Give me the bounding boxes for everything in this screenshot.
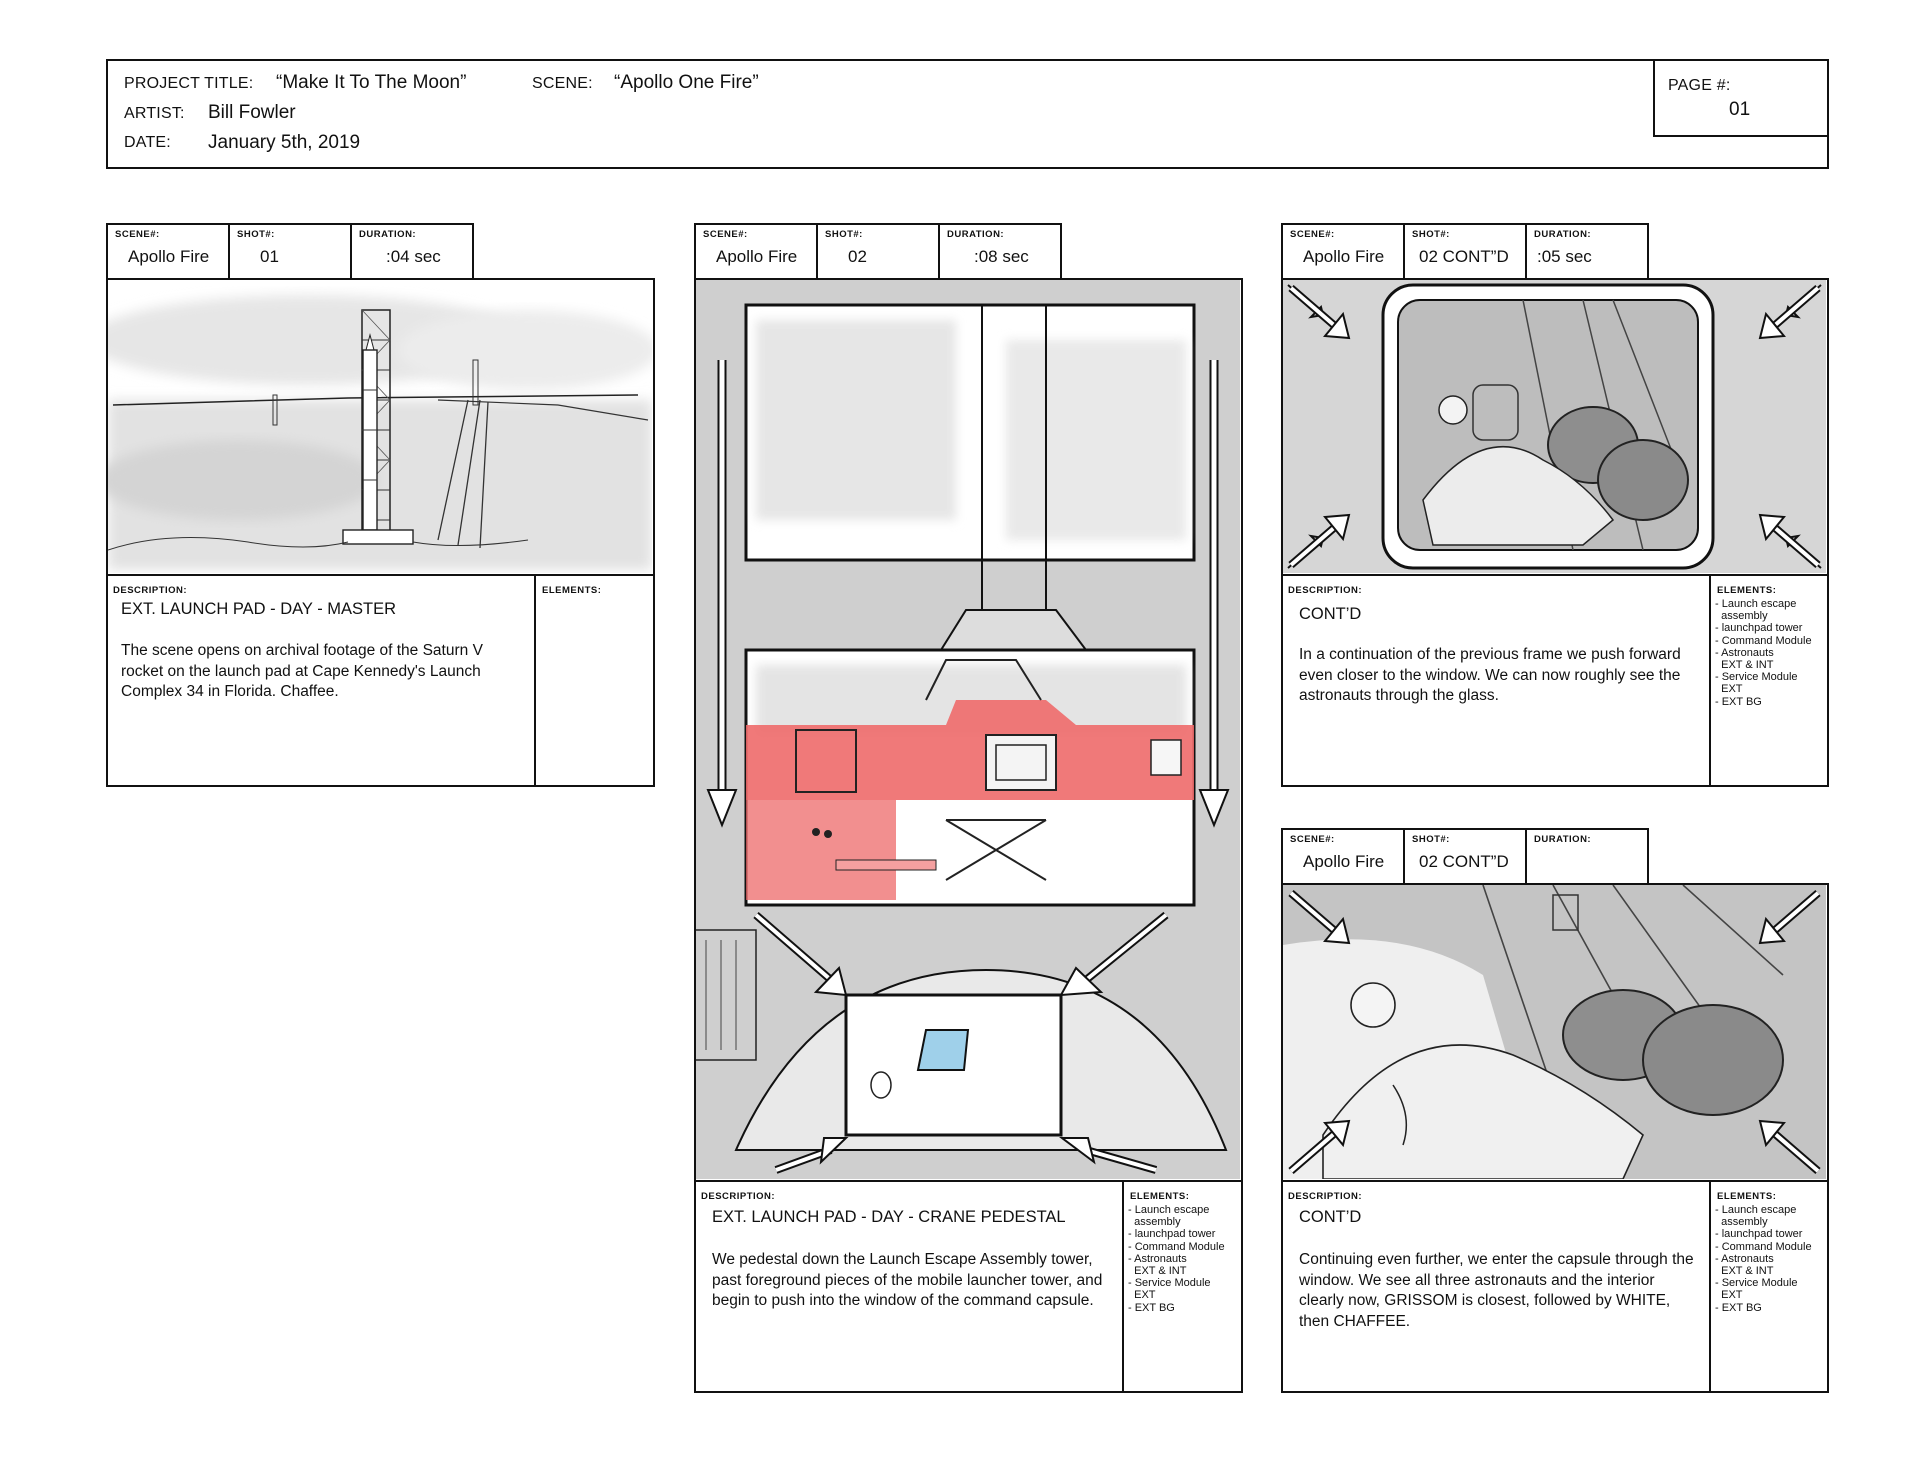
duration-value: :04 sec xyxy=(386,247,441,266)
scene-tab: SCENE#: Apollo Fire xyxy=(1281,828,1405,884)
panel-2-sketch xyxy=(694,278,1243,1182)
duration-value: :08 sec xyxy=(974,247,1029,266)
panel-1-tabs: SCENE#: Apollo Fire SHOT#: 01 DURATION: … xyxy=(106,223,474,279)
panel-1-sketch xyxy=(106,278,655,576)
shot-description: In a continuation of the previous frame … xyxy=(1299,646,1681,704)
capsule-window-sketch xyxy=(1283,280,1826,573)
panel-3-tabs: SCENE#: Apollo Fire SHOT#: 02 CONT”D DUR… xyxy=(1281,223,1649,279)
crane-pedestal-sketch xyxy=(696,280,1240,1179)
scene-tab: SCENE#: Apollo Fire xyxy=(106,223,230,279)
panel-2-tabs: SCENE#: Apollo Fire SHOT#: 02 DURATION: … xyxy=(694,223,1062,279)
element-item: EXT xyxy=(1128,1289,1156,1302)
element-item: - Launch escape xyxy=(1128,1204,1210,1216)
duration-tab: DURATION: xyxy=(1525,828,1649,884)
scene-tab: SCENE#: Apollo Fire xyxy=(1281,223,1405,279)
duration-tab: DURATION: :08 sec xyxy=(938,223,1062,279)
shot-tab: SHOT#: 02 CONT”D xyxy=(1403,223,1527,279)
shot-description: Continuing even further, we enter the ca… xyxy=(1299,1251,1694,1330)
shot-tab: SHOT#: 01 xyxy=(228,223,352,279)
panel-2-description: DESCRIPTION: EXT. LAUNCH PAD - DAY - CRA… xyxy=(694,1182,1243,1393)
scene-tab: SCENE#: Apollo Fire xyxy=(694,223,818,279)
scene-value: Apollo Fire xyxy=(1303,247,1385,266)
element-item: assembly xyxy=(1128,1216,1181,1229)
date-label: DATE: xyxy=(124,134,171,151)
scene-value: Apollo Fire xyxy=(1303,852,1385,871)
page-number: 01 xyxy=(1729,99,1751,120)
element-item: EXT xyxy=(1715,683,1743,696)
shot-value: 02 CONT”D xyxy=(1419,247,1509,266)
page-label: PAGE #: xyxy=(1668,77,1731,94)
shot-value: 01 xyxy=(260,247,279,266)
element-item: assembly xyxy=(1715,1216,1768,1229)
description-column: DESCRIPTION: EXT. LAUNCH PAD - DAY - MAS… xyxy=(108,576,536,785)
panel-4-tabs: SCENE#: Apollo Fire SHOT#: 02 CONT”D DUR… xyxy=(1281,828,1649,884)
shot-heading: CONT’D xyxy=(1299,605,1362,623)
shot-tab: SHOT#: 02 xyxy=(816,223,940,279)
project-title-label: PROJECT TITLE: xyxy=(124,75,254,92)
duration-tab: DURATION: :05 sec xyxy=(1525,223,1649,279)
elements-list: - Launch escape assembly - launchpad tow… xyxy=(1128,1204,1225,1314)
elements-list: - Launch escape assembly - launchpad tow… xyxy=(1715,1204,1812,1314)
shot-description: The scene opens on archival footage of t… xyxy=(121,642,483,700)
panel-1-description: DESCRIPTION: EXT. LAUNCH PAD - DAY - MAS… xyxy=(106,576,655,787)
launch-pad-sketch xyxy=(108,280,652,573)
scene-value: Apollo Fire xyxy=(716,247,798,266)
elements-list: - Launch escape assembly - launchpad tow… xyxy=(1715,598,1812,708)
element-item: EXT & INT xyxy=(1128,1265,1187,1278)
scene-value: Apollo Fire xyxy=(128,247,210,266)
duration-value: :05 sec xyxy=(1537,247,1592,266)
description-column: DESCRIPTION: CONT’D Continuing even furt… xyxy=(1283,1182,1711,1391)
shot-value: 02 xyxy=(848,247,867,266)
element-item: EXT & INT xyxy=(1715,1265,1774,1278)
shot-heading: CONT’D xyxy=(1299,1208,1362,1226)
artist-name: Bill Fowler xyxy=(208,102,296,123)
panel-3-sketch xyxy=(1281,278,1829,576)
element-item: - Service Module xyxy=(1715,1277,1798,1290)
shot-heading: EXT. LAUNCH PAD - DAY - CRANE PEDESTAL xyxy=(712,1208,1066,1226)
page-number-box: PAGE #: 01 xyxy=(1653,59,1829,137)
description-column: DESCRIPTION: CONT’D In a continuation of… xyxy=(1283,576,1711,785)
shot-description: We pedestal down the Launch Escape Assem… xyxy=(712,1251,1103,1309)
capsule-interior-sketch xyxy=(1283,885,1826,1179)
project-title: “Make It To The Moon” xyxy=(276,72,467,93)
scene-title: “Apollo One Fire” xyxy=(614,72,759,93)
element-item: - Astronauts xyxy=(1715,646,1774,659)
panel-4-sketch xyxy=(1281,883,1829,1182)
element-item: - EXT BG xyxy=(1128,1301,1175,1314)
element-item: - Launch escape xyxy=(1715,598,1797,610)
shot-value: 02 CONT”D xyxy=(1419,852,1509,871)
element-item: assembly xyxy=(1715,610,1768,623)
panel-4-description: DESCRIPTION: CONT’D Continuing even furt… xyxy=(1281,1182,1829,1393)
shot-tab: SHOT#: 02 CONT”D xyxy=(1403,828,1527,884)
element-item: - launchpad tower xyxy=(1715,1228,1803,1241)
element-item: EXT xyxy=(1715,1289,1743,1302)
element-item: - Service Module xyxy=(1128,1277,1211,1290)
element-item: - EXT BG xyxy=(1715,695,1762,708)
element-item: - Command Module xyxy=(1715,1240,1812,1253)
date-value: January 5th, 2019 xyxy=(208,132,361,153)
elements-column: ELEMENTS: xyxy=(542,585,602,596)
elements-column: ELEMENTS: - Launch escape assembly - lau… xyxy=(1128,1191,1225,1314)
duration-tab: DURATION: :04 sec xyxy=(350,223,474,279)
description-column: DESCRIPTION: EXT. LAUNCH PAD - DAY - CRA… xyxy=(696,1182,1124,1391)
storyboard-header: PROJECT TITLE: “Make It To The Moon” SCE… xyxy=(106,59,1829,169)
panel-3-description: DESCRIPTION: CONT’D In a continuation of… xyxy=(1281,576,1829,787)
element-item: - launchpad tower xyxy=(1715,622,1803,635)
element-item: - Service Module xyxy=(1715,671,1798,684)
element-item: EXT & INT xyxy=(1715,659,1774,672)
element-item: - launchpad tower xyxy=(1128,1228,1216,1241)
element-item: - Astronauts xyxy=(1715,1252,1774,1265)
element-item: - Launch escape xyxy=(1715,1204,1797,1216)
element-item: - Command Module xyxy=(1128,1240,1225,1253)
elements-column: ELEMENTS: - Launch escape assembly - lau… xyxy=(1715,1191,1812,1314)
scene-label: SCENE: xyxy=(532,75,593,92)
artist-label: ARTIST: xyxy=(124,105,185,122)
shot-heading: EXT. LAUNCH PAD - DAY - MASTER xyxy=(121,600,397,618)
element-item: - Command Module xyxy=(1715,634,1812,647)
element-item: - Astronauts xyxy=(1128,1252,1187,1265)
elements-column: ELEMENTS: - Launch escape assembly - lau… xyxy=(1715,585,1812,708)
element-item: - EXT BG xyxy=(1715,1301,1762,1314)
